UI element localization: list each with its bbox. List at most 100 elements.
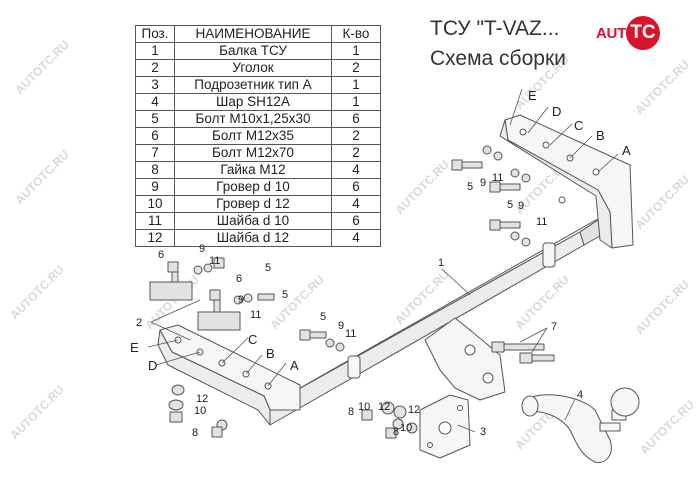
watermark: AUTOTC.RU <box>632 172 692 232</box>
callouts: 1 2 3 4 5 5 5 5 5 6 6 7 8 8 8 9 9 9 9 9 … <box>136 172 583 439</box>
callout-9: 9 <box>518 200 524 212</box>
cell-name: Балка ТСУ <box>174 42 332 60</box>
hardware-left-mid <box>299 329 345 352</box>
cell-pos: 2 <box>135 59 175 77</box>
callout-5: 5 <box>467 181 473 193</box>
right-bracket <box>499 114 634 268</box>
callout-9: 9 <box>480 177 486 189</box>
tow-ball <box>521 387 640 464</box>
column-header: НАИМЕНОВАНИЕ <box>174 25 332 43</box>
label-c: C <box>574 118 583 133</box>
callout-10: 10 <box>358 401 370 413</box>
callout-5: 5 <box>265 262 271 274</box>
cell-qty: 6 <box>331 110 381 128</box>
cell-pos: 1 <box>135 42 175 60</box>
hardware-bottom-mid <box>361 401 418 439</box>
cell-qty: 4 <box>331 195 381 213</box>
cell-qty: 1 <box>331 76 381 94</box>
cell-name: Шайба d 12 <box>174 229 332 247</box>
label-d: D <box>148 358 157 373</box>
cell-pos: 8 <box>135 161 175 179</box>
cell-qty: 4 <box>331 229 381 247</box>
watermark: AUTOTC.RU <box>632 57 692 117</box>
cell-qty: 6 <box>331 178 381 196</box>
cell-name: Гайка М12 <box>174 161 332 179</box>
cell-pos: 7 <box>135 144 175 162</box>
cell-pos: 3 <box>135 76 175 94</box>
ball-mount-plate <box>424 317 506 401</box>
diagram-title: ТСУ "T-VAZ... <box>430 17 560 40</box>
hardware-right-mid <box>489 219 531 247</box>
callout-4: 4 <box>577 389 583 401</box>
cell-name: Болт М12х35 <box>174 127 332 145</box>
watermark: AUTOTC.RU <box>267 272 327 332</box>
callout-12: 12 <box>196 393 208 405</box>
cell-pos: 6 <box>135 127 175 145</box>
label-b: B <box>596 128 605 143</box>
callout-9: 9 <box>238 294 244 306</box>
cell-qty: 1 <box>331 93 381 111</box>
socket-plate <box>419 394 471 459</box>
bolts-7 <box>491 341 555 364</box>
column-header: К-во <box>331 25 381 43</box>
callout-3: 3 <box>480 426 486 438</box>
label-a: A <box>290 358 299 373</box>
label-e: E <box>130 340 139 355</box>
cell-name: Болт М10х1,25х30 <box>174 110 332 128</box>
callout-12: 12 <box>378 401 390 413</box>
cell-pos: 12 <box>135 229 175 247</box>
label-c: C <box>248 332 257 347</box>
cell-qty: 6 <box>331 212 381 230</box>
callout-11: 11 <box>492 172 503 184</box>
cell-name: Подрозетник тип А <box>174 76 332 94</box>
watermark: AUTOTC.RU <box>12 147 72 207</box>
hardware-right-top <box>451 145 531 193</box>
leader-lines <box>147 88 619 433</box>
callout-1: 1 <box>438 257 444 269</box>
left-bracket <box>157 324 361 426</box>
callout-2: 2 <box>136 317 142 329</box>
table-header-row: Поз. НАИМЕНОВАНИЕ К-во <box>135 25 381 43</box>
brand-logo: AUTO TC <box>596 16 696 56</box>
callout-9: 9 <box>199 243 205 255</box>
label-e: E <box>528 88 537 103</box>
watermark: AUTOTC.RU <box>12 37 72 97</box>
callout-8: 8 <box>348 406 354 418</box>
callout-5: 5 <box>282 289 288 301</box>
watermark: AUTOTC.RU <box>392 157 452 217</box>
label-a: A <box>622 143 631 158</box>
callout-6: 6 <box>236 273 242 285</box>
cell-name: Гровер d 10 <box>174 178 332 196</box>
cell-pos: 4 <box>135 93 175 111</box>
callout-10: 10 <box>194 405 206 417</box>
cell-pos: 5 <box>135 110 175 128</box>
cell-pos: 11 <box>135 212 175 230</box>
callout-11: 11 <box>536 216 547 228</box>
hardware-left-upper <box>149 257 275 331</box>
logo-mark: TC <box>626 16 660 50</box>
callout-7: 7 <box>551 321 557 333</box>
cell-name: Уголок <box>174 59 332 77</box>
hardware-left-lower <box>168 384 228 438</box>
diagram-subtitle: Схема сборки <box>430 47 566 70</box>
column-header: Поз. <box>135 25 175 43</box>
label-b: B <box>266 346 275 361</box>
callout-10: 10 <box>400 422 412 434</box>
callout-11: 11 <box>345 328 356 340</box>
cell-name: Шар SH12A <box>174 93 332 111</box>
callout-8: 8 <box>393 426 399 438</box>
callout-11: 11 <box>250 309 261 321</box>
watermark: AUTOTC.RU <box>637 397 697 457</box>
letter-labels: E D C B A E D C B A <box>130 88 631 373</box>
